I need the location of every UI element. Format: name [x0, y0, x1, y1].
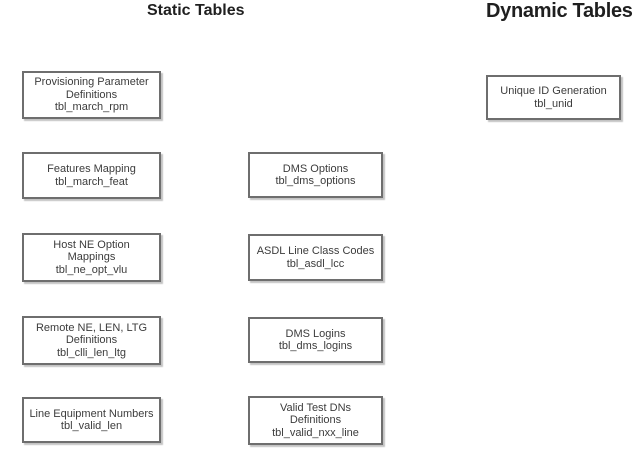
table-description-line: ASDL Line Class Codes [256, 245, 375, 257]
table-name: tbl_march_rpm [54, 101, 129, 114]
table-description-line: Line Equipment Numbers [29, 407, 154, 420]
table-name: tbl_valid_nxx_line [272, 426, 359, 439]
table-name: tbl_clli_len_ltg [56, 346, 127, 359]
table-description-line: Definitions [65, 334, 118, 347]
table-description-line: Mappings [67, 251, 116, 264]
table-description-line: Valid Test DNs [279, 401, 352, 414]
table-description-line: Host NE Option [53, 238, 130, 251]
dynamic-tables-heading: Dynamic Tables [486, 0, 633, 22]
table-description-line: DMS Logins [285, 327, 346, 340]
table-name: tbl_asdl_lcc [286, 257, 345, 270]
table-name: tbl_valid_len [60, 420, 123, 432]
table-name: tbl_ne_opt_vlu [55, 263, 128, 276]
table-name: tbl_dms_options [275, 175, 356, 187]
table-description-line: Unique ID Generation [500, 85, 607, 97]
table-description-line: Remote NE, LEN, LTG [35, 321, 148, 334]
table-description-line: Provisioning Parameter [34, 76, 149, 89]
table-description-line: Definitions [289, 414, 342, 427]
static-tables-heading: Static Tables [147, 2, 245, 19]
table-description-line: Features Mapping [47, 163, 136, 175]
table-name: tbl_dms_logins [278, 340, 353, 352]
table-name: tbl_march_feat [55, 175, 128, 188]
table-name: tbl_unid [534, 97, 573, 110]
table-description-line: DMS Options [282, 162, 349, 175]
table-description-line: Definitions [65, 88, 118, 101]
